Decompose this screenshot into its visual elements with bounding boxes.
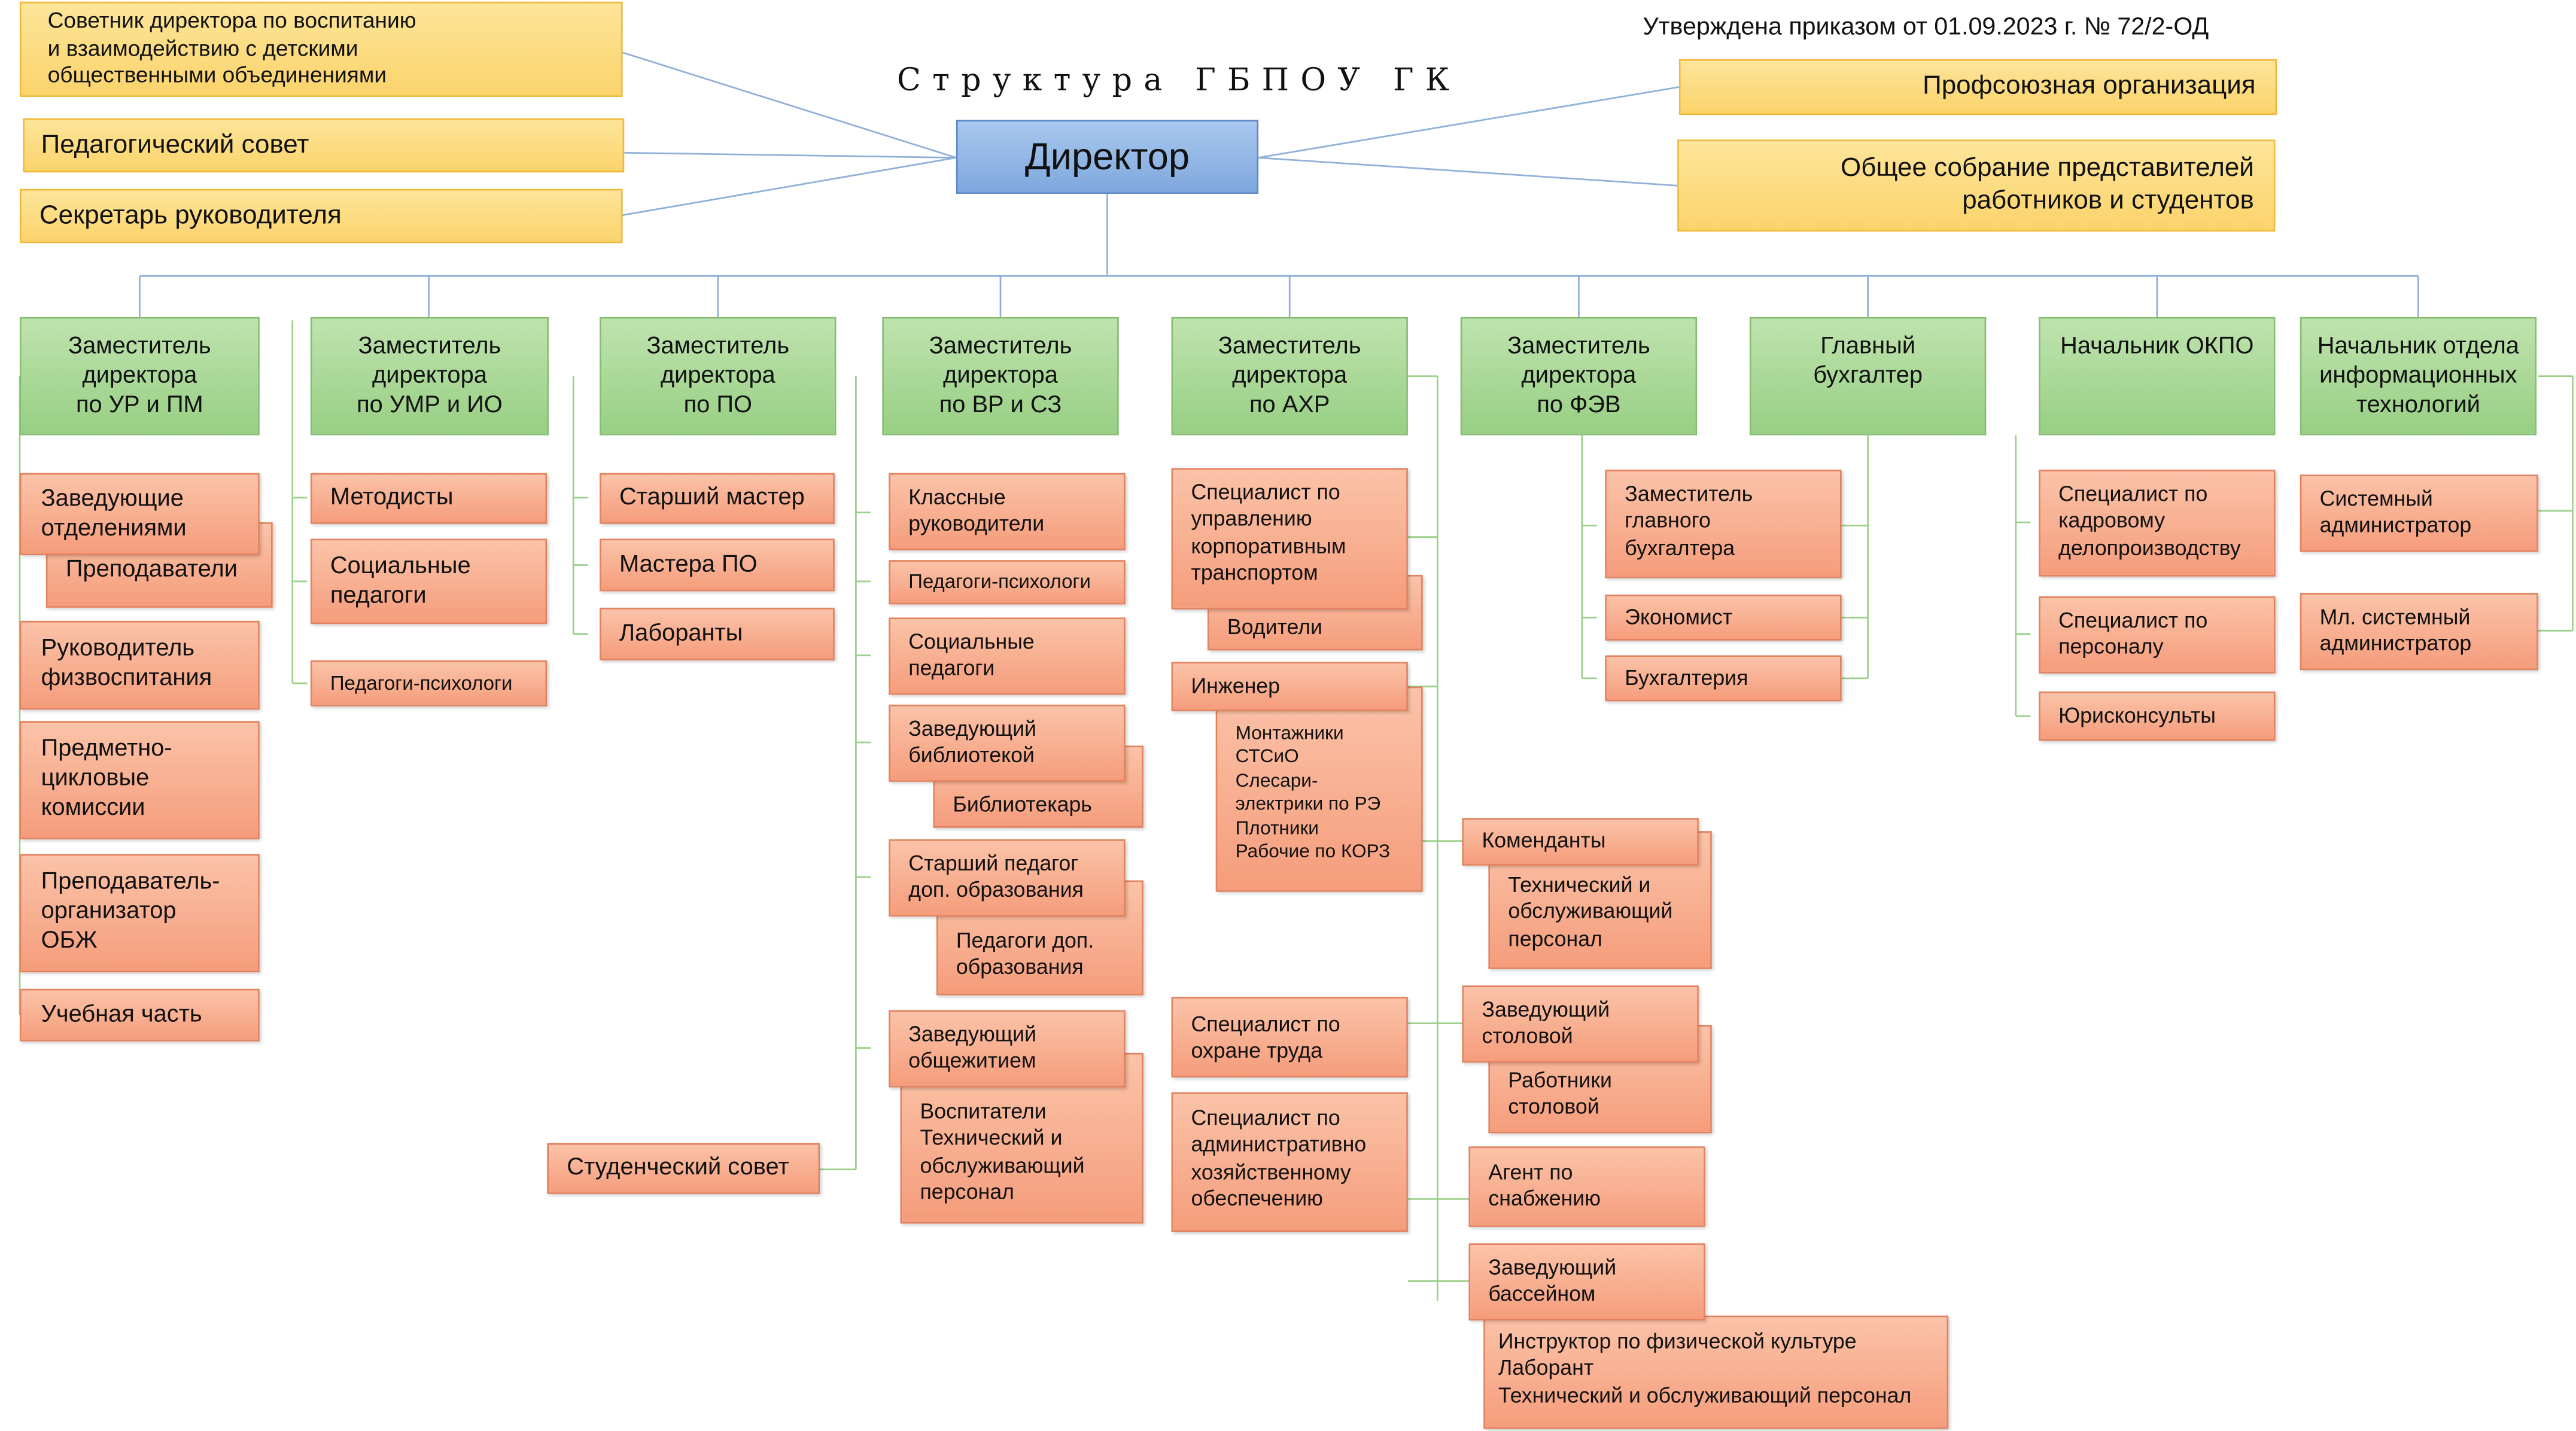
vr-social-box: Социальные педагоги: [889, 617, 1126, 695]
sysadmin-box: Системный администратор: [2300, 474, 2538, 552]
union-label: Профсоюзная организация: [1923, 72, 2256, 101]
chief-accountant: Главный бухгалтер: [1749, 316, 1987, 436]
deputy-po: Заместитель директора по ПО: [600, 316, 837, 436]
senior-master-box: Старший мастер: [600, 473, 835, 524]
connector-line: [622, 51, 957, 159]
personnel-spec-box: Специалист по персоналу: [2039, 596, 2276, 674]
deputy-ur-pm: Заместитель директора по УР и ПМ: [19, 316, 260, 436]
secretary-label: Секретарь руководителя: [39, 201, 342, 229]
ped-council-label: Педагогический совет: [41, 130, 309, 159]
dorm-head-box: Заведующий общежитием: [889, 1010, 1126, 1088]
umr-social-box: Социальные педагоги: [310, 538, 548, 625]
canteen-head-box: Заведующий столовой: [1462, 985, 1699, 1063]
ped-council-box: Педагогический совет: [23, 118, 625, 173]
umr-psych-box: Педагоги-психологи: [310, 660, 548, 707]
library-head-box: Заведующий библиотекой: [889, 704, 1126, 782]
engineer-box: Инженер: [1171, 662, 1408, 711]
deputy-ahr: Заместитель директора по АХР: [1171, 316, 1408, 436]
lab-assistants-box: Лаборанты: [600, 607, 835, 660]
jr-sysadmin-box: Мл. системный администратор: [2300, 593, 2538, 671]
safety-spec-box: Специалист по охране труда: [1171, 997, 1408, 1078]
director-box: Директор: [956, 120, 1259, 194]
connector-line: [1258, 157, 1678, 187]
advisor-box: Советник директора по воспитанию и взаим…: [19, 1, 623, 97]
assembly-box: Общее собрание представителей работников…: [1677, 139, 2276, 232]
union-box: Профсоюзная организация: [1678, 59, 2277, 115]
student-council-box: Студенческий совет: [547, 1143, 820, 1194]
lawyers-box: Юрисконсульты: [2039, 691, 2276, 741]
masters-box: Мастера ПО: [600, 538, 835, 592]
connector-line: [624, 151, 956, 159]
connector-line: [622, 157, 957, 217]
chart-title: Структура ГБПОУ ГК: [897, 62, 1461, 99]
approval-note: Утверждена приказом от 01.09.2023 г. № 7…: [1643, 13, 2209, 41]
director-label: Директор: [1024, 135, 1190, 178]
commandants-box: Коменданты: [1462, 818, 1699, 866]
pe-head-box: Руководитель физвоспитания: [19, 620, 260, 710]
deputy-accountant-box: Заместитель главного бухгалтера: [1605, 470, 1842, 579]
accounting-box: Бухгалтерия: [1605, 655, 1842, 702]
deputy-umr-io: Заместитель директора по УМР и ИО: [310, 316, 549, 436]
dept-heads-box: Заведующие отделениями: [19, 473, 260, 555]
pool-head-box: Заведующий бассейном: [1468, 1243, 1705, 1321]
deputy-fev: Заместитель директора по ФЭВ: [1460, 316, 1698, 436]
engineer-staff-box: Монтажники СТСиО Слесари- электрики по Р…: [1215, 686, 1423, 892]
pool-staff-box: Инструктор по физической культуре Лабора…: [1483, 1316, 1949, 1429]
economist-box: Экономист: [1605, 594, 1842, 641]
obzh-box: Преподаватель- организатор ОБЖ: [19, 854, 260, 973]
admin-spec-box: Специалист по административно хозяйствен…: [1171, 1092, 1408, 1232]
senior-ped-box: Старший педагог доп. образования: [889, 839, 1126, 917]
records-spec-box: Специалист по кадровому делопроизводству: [2039, 470, 2276, 577]
transport-spec-box: Специалист по управлению корпоративным т…: [1171, 468, 1408, 610]
secretary-box: Секретарь руководителя: [19, 188, 623, 243]
connector-line: [1258, 86, 1680, 159]
head-it: Начальник отдела информационных технолог…: [2300, 316, 2537, 436]
head-okpo: Начальник ОКПО: [2039, 316, 2276, 436]
study-unit-box: Учебная часть: [19, 988, 260, 1042]
vr-psych-box: Педагоги-психологи: [889, 560, 1126, 605]
class-teachers-box: Классные руководители: [889, 473, 1126, 550]
cycle-commissions-box: Предметно- цикловые комиссии: [19, 721, 260, 839]
deputy-vr-sz: Заместитель директора по ВР и СЗ: [882, 316, 1119, 436]
advisor-label: Советник директора по воспитанию и взаим…: [47, 7, 416, 88]
supply-agent-box: Агент по снабжению: [1468, 1146, 1705, 1227]
methodists-box: Методисты: [310, 473, 548, 524]
assembly-label: Общее собрание представителей работников…: [1841, 154, 2254, 215]
